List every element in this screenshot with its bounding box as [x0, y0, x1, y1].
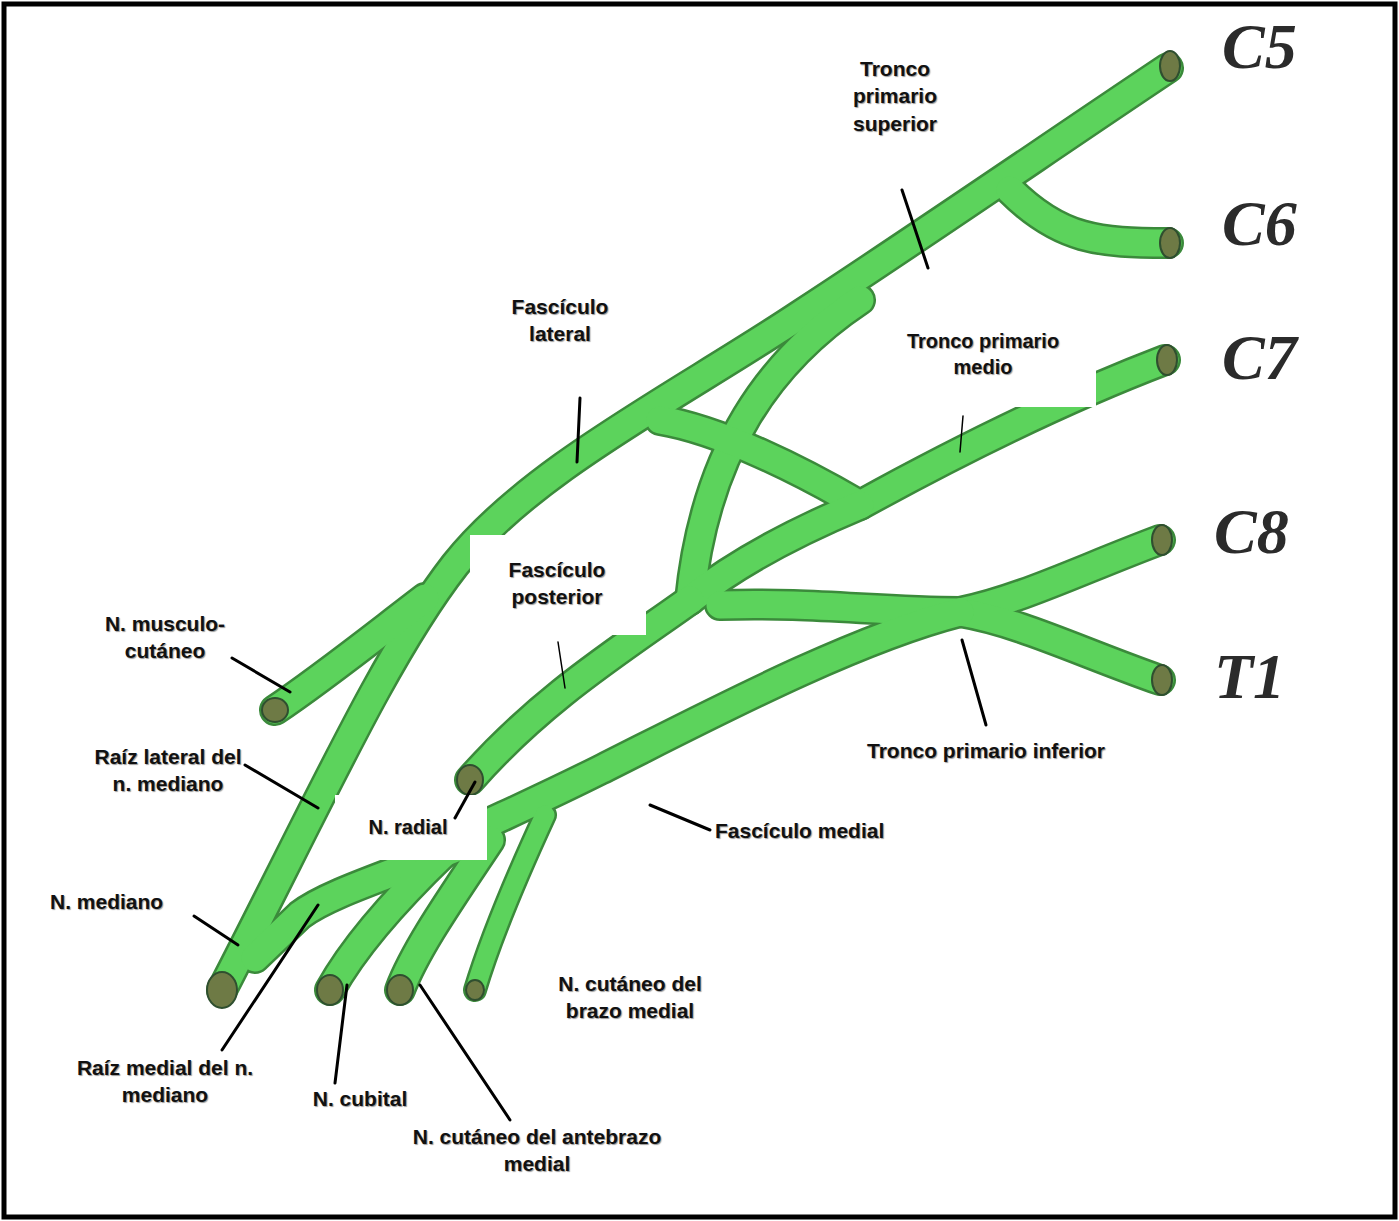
nerve-label: N. cutáneo del antebrazo medial [397, 1123, 677, 1178]
nerve-label: N. cubital [313, 1085, 408, 1112]
root-label: T1 [1214, 645, 1285, 709]
label-patches [335, 315, 1096, 860]
nerve-label: N. mediano [50, 888, 163, 915]
root-label: C5 [1222, 15, 1297, 79]
nerve-ends [207, 51, 1180, 1008]
nerve-label: N. cutáneo del brazo medial [530, 970, 730, 1025]
frame [4, 4, 1395, 1217]
nerve-label: N. radial [338, 814, 478, 840]
nerve-outlines [222, 68, 1168, 990]
trunk-label: Tronco primario superior [830, 55, 960, 137]
trunk-label: Tronco primario inferior [867, 737, 1105, 764]
cord-label: Fascículo posterior [475, 556, 640, 611]
leader-lines [194, 190, 986, 1120]
trunk-label: Tronco primario medio [888, 328, 1078, 380]
root-of-nerve-label: Raíz medial del n. mediano [70, 1054, 260, 1109]
nerve-label: N. musculo-cutáneo [90, 610, 240, 665]
root-label: C7 [1222, 326, 1297, 390]
root-of-nerve-label: Raíz lateral del n. mediano [88, 743, 248, 798]
root-label: C8 [1214, 500, 1289, 564]
root-label: C6 [1222, 192, 1297, 256]
cord-label: Fascículo medial [715, 817, 884, 844]
cord-label: Fascículo lateral [495, 293, 625, 348]
